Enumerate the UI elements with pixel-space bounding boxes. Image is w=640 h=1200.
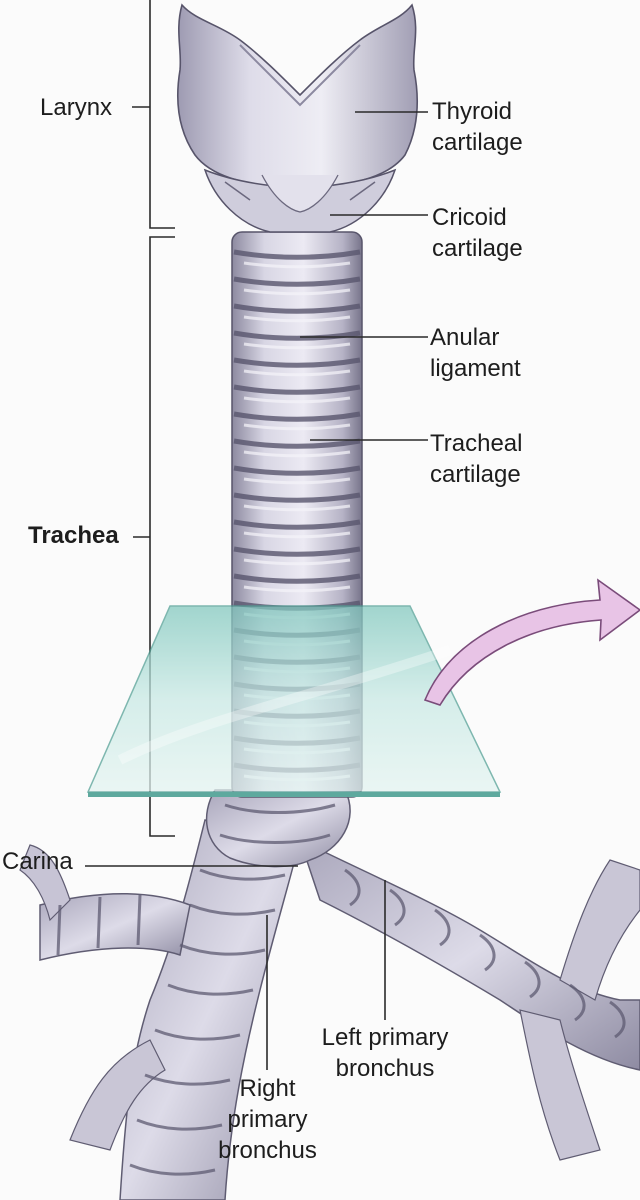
cricoid-cartilage-label-line2: cartilage — [432, 235, 523, 262]
left-primary-bronchus-label-line2: bronchus — [335, 1055, 435, 1082]
tracheal-ring-highlight — [243, 396, 351, 404]
tracheal-ring — [233, 303, 361, 314]
tracheal-ring-highlight — [243, 342, 351, 350]
tracheal-ring — [233, 357, 361, 368]
tracheal-ring — [233, 411, 361, 422]
trachea-label: Trachea — [28, 522, 119, 549]
anular-ligament-label-line1: Anular — [430, 324, 500, 351]
tracheal-ring-highlight — [243, 369, 351, 377]
tracheal-ring-highlight — [243, 261, 351, 269]
right-primary-bronchus-label-line1: Right — [239, 1075, 296, 1102]
left-primary-bronchus-label-line1: Left primary — [321, 1024, 449, 1051]
tracheal-ring-highlight — [243, 477, 351, 485]
tracheal-ring — [233, 276, 361, 287]
right-primary-bronchus-label-line2: primary — [227, 1106, 308, 1133]
bronchial-tree — [19, 789, 640, 1200]
tracheal-ring-highlight — [243, 531, 351, 539]
tracheal-ring — [233, 573, 361, 584]
larynx-shape — [177, 3, 418, 233]
tracheal-ring — [233, 546, 361, 557]
tracheal-ring-highlight — [243, 450, 351, 458]
leader-lines — [85, 111, 428, 1070]
tracheal-ring-highlight — [243, 558, 351, 566]
carina-label: Carina — [2, 848, 73, 875]
thyroid-cartilage-label-line2: cartilage — [432, 129, 523, 156]
tracheal-ring-highlight — [243, 585, 351, 593]
cricoid-cartilage-label-line1: Cricoid — [432, 204, 507, 231]
tracheal-ring — [233, 384, 361, 395]
thyroid-cartilage-label-line1: Thyroid — [432, 98, 513, 125]
tracheal-ring — [233, 492, 361, 503]
tracheal-ring — [233, 465, 361, 476]
transverse-plane — [86, 605, 502, 797]
right-primary-bronchus-label-line3: bronchus — [218, 1137, 317, 1164]
tracheal-ring — [233, 249, 361, 260]
larynx-bracket — [132, 0, 175, 229]
larynx-label: Larynx — [40, 94, 113, 121]
tracheal-ring-highlight — [243, 504, 351, 512]
tracheal-ring — [233, 330, 361, 341]
tracheal-ring-highlight — [243, 315, 351, 323]
tracheal-cartilage-label-line2: cartilage — [430, 461, 521, 488]
trachea-bracket — [133, 236, 175, 837]
tracheal-ring-highlight — [243, 288, 351, 296]
tracheal-ring — [233, 519, 361, 530]
anular-ligament-label-line2: ligament — [430, 355, 521, 382]
curved-arrow — [423, 578, 640, 706]
tracheal-ring — [233, 438, 361, 449]
tracheal-cartilage-label-line1: Tracheal — [430, 430, 523, 457]
tracheal-ring-highlight — [243, 423, 351, 431]
